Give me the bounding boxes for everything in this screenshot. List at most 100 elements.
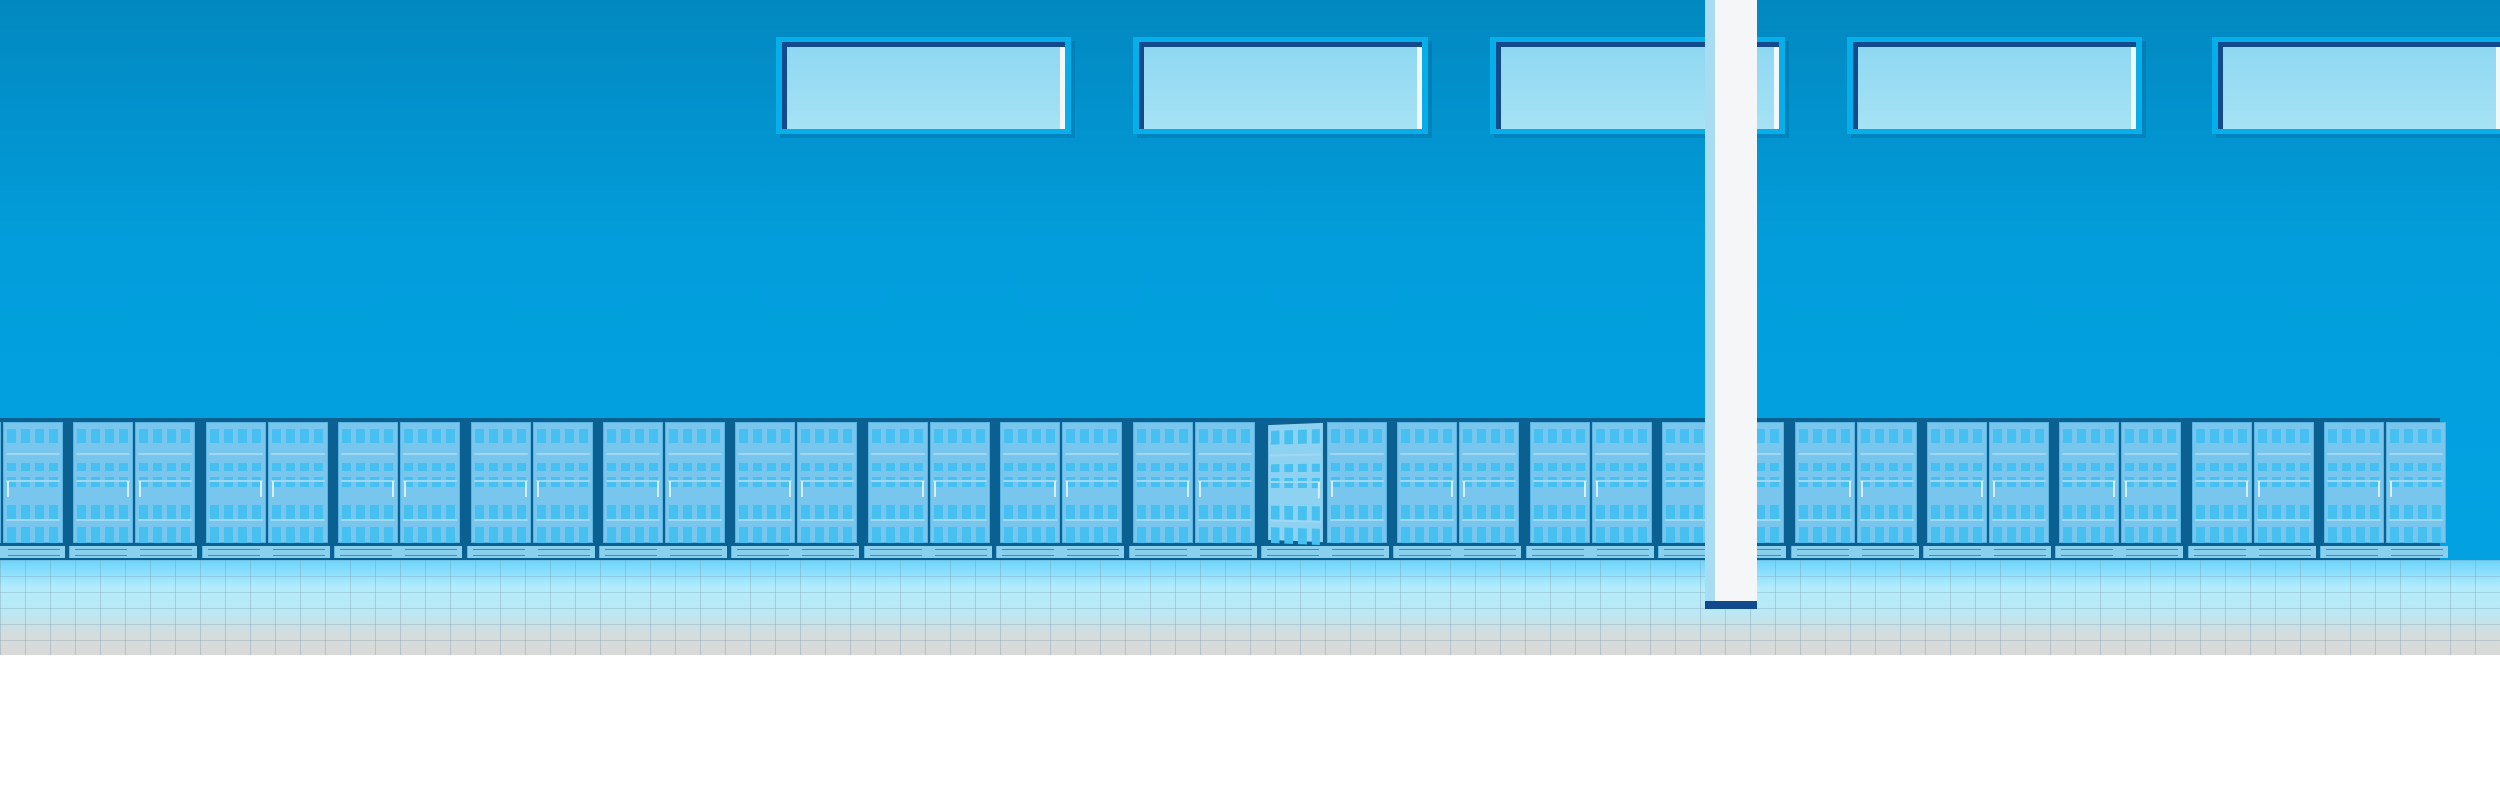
freezer-door[interactable] <box>471 422 531 543</box>
door-handle[interactable] <box>537 481 539 497</box>
door-handle[interactable] <box>2246 481 2248 497</box>
door-handle[interactable] <box>1584 481 1586 497</box>
vent-grille <box>1200 549 1252 556</box>
door-handle[interactable] <box>789 481 791 497</box>
vent-grille <box>1267 549 1319 556</box>
freezer-door[interactable] <box>868 422 928 543</box>
door-handle[interactable] <box>1849 481 1851 497</box>
freezer-door[interactable] <box>665 422 725 543</box>
freezer-door[interactable] <box>930 422 990 543</box>
door-handle[interactable] <box>127 481 129 497</box>
product-row <box>537 463 589 471</box>
door-handle[interactable] <box>1331 481 1333 497</box>
door-handle[interactable] <box>2258 481 2260 497</box>
door-handle[interactable] <box>801 481 803 497</box>
freezer-unit <box>731 418 859 560</box>
freezer-door[interactable] <box>1459 422 1519 543</box>
freezer-door[interactable] <box>533 422 593 543</box>
door-handle[interactable] <box>922 481 924 497</box>
freezer-base <box>1526 546 1654 558</box>
door-handle[interactable] <box>1199 481 1201 497</box>
door-handle[interactable] <box>2390 481 2392 497</box>
freezer-door[interactable] <box>2254 422 2314 543</box>
freezer-door[interactable] <box>338 422 398 543</box>
product-row <box>1463 463 1515 471</box>
freezer-door[interactable] <box>73 422 133 543</box>
freezer-door[interactable] <box>1927 422 1987 543</box>
product-row <box>1331 463 1383 471</box>
freezer-door[interactable] <box>3 422 63 543</box>
freezer-door[interactable] <box>797 422 857 543</box>
product-row <box>139 463 191 471</box>
door-handle[interactable] <box>1318 482 1320 498</box>
product-row <box>1401 505 1453 519</box>
freezer-door[interactable] <box>1266 421 1325 545</box>
shelf <box>474 519 528 521</box>
freezer-unit <box>1393 418 1521 560</box>
door-handle[interactable] <box>1463 481 1465 497</box>
freezer-unit <box>467 418 595 560</box>
product-row <box>210 463 262 471</box>
door-handle[interactable] <box>525 481 527 497</box>
freezer-door[interactable] <box>1327 422 1387 543</box>
freezer-door[interactable] <box>1795 422 1855 543</box>
door-handle[interactable] <box>657 481 659 497</box>
product-row <box>1861 505 1913 519</box>
freezer-door[interactable] <box>2386 422 2446 543</box>
freezer-door[interactable] <box>1592 422 1652 543</box>
freezer-door[interactable] <box>206 422 266 543</box>
door-handle[interactable] <box>260 481 262 497</box>
freezer-door[interactable] <box>603 422 663 543</box>
door-handle[interactable] <box>404 481 406 497</box>
shelf <box>341 453 395 455</box>
freezer-door[interactable] <box>1397 422 1457 543</box>
door-handle[interactable] <box>669 481 671 497</box>
door-handle[interactable] <box>1451 481 1453 497</box>
product-row <box>2258 429 2310 443</box>
door-handle[interactable] <box>1981 481 1983 497</box>
freezer-door[interactable] <box>1062 422 1122 543</box>
door-handle[interactable] <box>272 481 274 497</box>
freezer-door[interactable] <box>1857 422 1917 543</box>
vent-grille <box>1862 549 1914 556</box>
freezer-door[interactable] <box>1989 422 2049 543</box>
shelf <box>403 480 457 482</box>
shelf <box>1992 519 2046 521</box>
door-handle[interactable] <box>2378 481 2380 497</box>
freezer-door[interactable] <box>1000 422 1060 543</box>
product-row <box>475 505 527 519</box>
door-handle[interactable] <box>392 481 394 497</box>
shelf <box>2195 480 2249 482</box>
freezer-unit <box>2188 418 2316 560</box>
door-handle[interactable] <box>7 481 9 497</box>
product-row <box>1799 477 1851 487</box>
door-handle[interactable] <box>139 481 141 497</box>
freezer-door[interactable] <box>1195 422 1255 543</box>
freezer-door[interactable] <box>2121 422 2181 543</box>
freezer-door[interactable] <box>135 422 195 543</box>
door-handle[interactable] <box>1054 481 1056 497</box>
freezer-door[interactable] <box>735 422 795 543</box>
freezer-door[interactable] <box>2059 422 2119 543</box>
freezer-door[interactable] <box>2192 422 2252 543</box>
product-row <box>1331 505 1383 519</box>
door-handle[interactable] <box>1861 481 1863 497</box>
shelf <box>536 480 590 482</box>
freezer-base <box>731 546 859 558</box>
product-row <box>2196 463 2248 471</box>
freezer-door[interactable] <box>1530 422 1590 543</box>
door-handle[interactable] <box>1187 481 1189 497</box>
door-handle[interactable] <box>2113 481 2115 497</box>
vent-grille <box>1597 549 1649 556</box>
freezer-door[interactable] <box>2324 422 2384 543</box>
door-handle[interactable] <box>1596 481 1598 497</box>
freezer-door[interactable] <box>0 422 1 543</box>
freezer-door[interactable] <box>400 422 460 543</box>
freezer-door[interactable] <box>1133 422 1193 543</box>
door-handle[interactable] <box>1066 481 1068 497</box>
door-handle[interactable] <box>2125 481 2127 497</box>
product-row <box>404 429 456 443</box>
freezer-door[interactable] <box>268 422 328 543</box>
door-handle[interactable] <box>1993 481 1995 497</box>
door-handle[interactable] <box>934 481 936 497</box>
